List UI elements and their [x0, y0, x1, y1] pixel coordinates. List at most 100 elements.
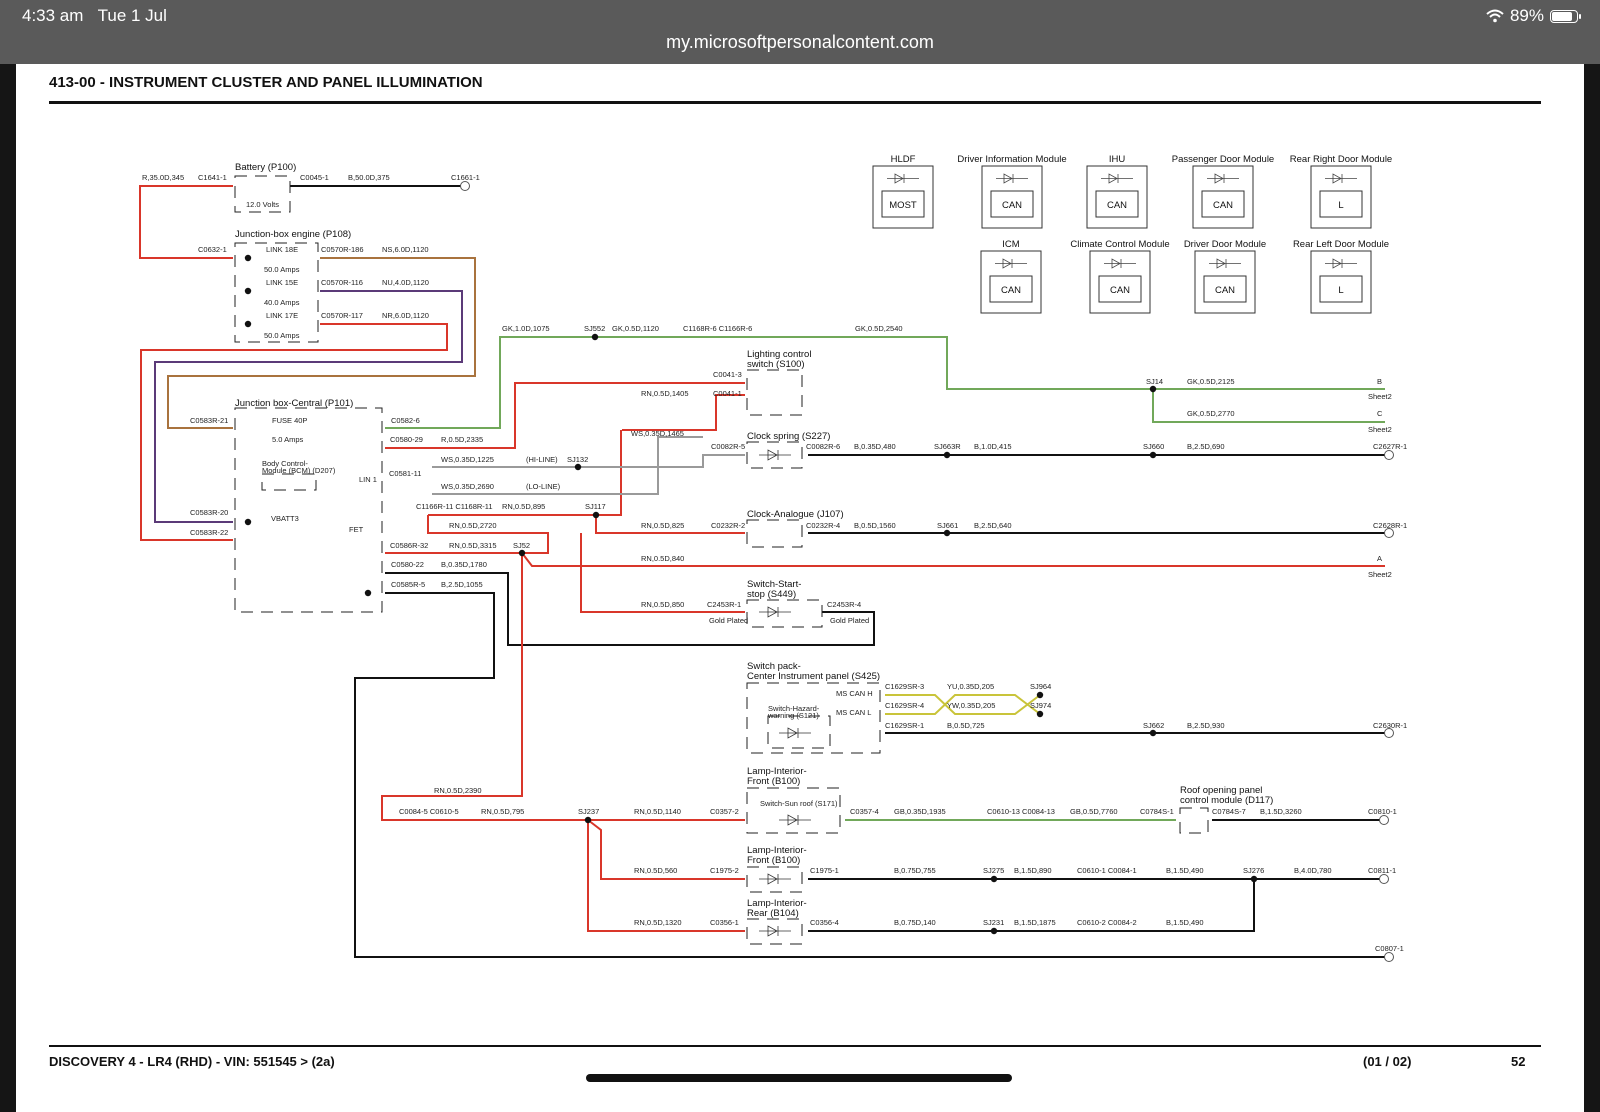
terminal-connector-5: [1379, 874, 1389, 884]
splice-point-9: [1036, 710, 1044, 718]
label-w-rn795: RN,0.5D,795: [481, 807, 524, 816]
label-w-rn850: RN,0.5D,850: [641, 600, 684, 609]
label-sj132: SJ132: [567, 455, 588, 464]
label-roof-line2: control module (D117): [1180, 795, 1273, 806]
label-w-rn1320: RN,0.5D,1320: [634, 918, 682, 927]
label-w-b50: B,50.0D,375: [348, 173, 390, 182]
label-c0811: C0811-1: [1368, 866, 1396, 875]
address-bar-url[interactable]: my.microsoftpersonalcontent.com: [666, 32, 934, 52]
diode-symbol-3: [779, 814, 811, 826]
label-w-ns: NS,6.0D,1120: [382, 245, 429, 254]
label-c0583-22: C0583R-22: [190, 528, 228, 537]
splices-layer: [244, 181, 1394, 962]
label-lighting-line2: switch (S100): [747, 359, 805, 370]
label-bcm-line2: Module (BCM) (D207): [262, 466, 336, 475]
module-name: HLDF: [891, 154, 916, 165]
wire-gk-lighting: [385, 336, 1385, 429]
page-title: 413-00 - INSTRUMENT CLUSTER AND PANEL IL…: [49, 74, 483, 91]
label-jb-engine: Junction-box engine (P108): [235, 229, 351, 240]
terminal-connector-0: [460, 181, 470, 191]
splice-point-14: [990, 927, 998, 935]
label-w-b1780: B,0.35D,1780: [441, 560, 487, 569]
wire-rn-1405: [428, 430, 622, 516]
splice-point-11: [584, 816, 592, 824]
label-sj974: SJ974: [1030, 701, 1051, 710]
label-c0232-4: C0232R-4: [806, 521, 840, 530]
splice-point-3: [943, 451, 951, 459]
label-c0041-3: C0041-3: [713, 370, 742, 379]
wire-engine-feed: [139, 186, 233, 259]
label-c1629-4: C1629SR-4: [885, 701, 924, 710]
label-c0581-11: C0581-11: [389, 469, 421, 478]
bcm-box: [261, 473, 317, 491]
home-indicator[interactable]: [586, 1074, 1012, 1082]
wire-b-1055: [354, 592, 1385, 958]
label-sheet-b: B: [1377, 377, 1382, 386]
label-lo-line: (LO-LINE): [526, 482, 561, 491]
label-sj552: SJ552: [584, 324, 605, 333]
splice-point-15: [244, 254, 252, 262]
roof-module-box: [1179, 807, 1209, 834]
splice-point-19: [364, 589, 372, 597]
label-gold-plated-1: Gold Plated: [709, 616, 748, 625]
label-w-yw205: YW,0.35D,205: [947, 701, 995, 710]
label-c0356-1: C0356-1: [710, 918, 739, 927]
module-name: ICM: [1002, 239, 1020, 250]
label-battery: Battery (P100): [235, 162, 296, 173]
lamp-rear-box: [746, 918, 803, 945]
status-right: 89%: [1486, 6, 1581, 26]
label-w-rn1140: RN,0.5D,1140: [634, 807, 681, 816]
splice-point-12: [990, 875, 998, 883]
clock-analogue-box: [746, 519, 803, 548]
label-c1166-11: C1166R-11 C1168R-11: [416, 502, 493, 511]
terminal-connector-4: [1379, 815, 1389, 825]
label-w-b490b: B,1.5D,490: [1166, 918, 1204, 927]
label-sunroof: Switch-Sun roof (S171): [760, 799, 838, 808]
label-c0082-6: C0082R-6: [806, 442, 840, 451]
label-c0784-7: C0784S-7: [1212, 807, 1246, 816]
label-sj276: SJ276: [1243, 866, 1264, 875]
label-c1168: C1168R-6 C1166R-6: [683, 324, 752, 333]
label-w-b1560: B,0.5D,1560: [854, 521, 896, 530]
label-hazard-line1: Switch-Hazard-: [768, 704, 820, 713]
splice-point-6: [943, 529, 951, 537]
lamp-front-box: [746, 787, 841, 834]
label-vbatt3: VBATT3: [271, 514, 299, 523]
wire-b-start-stop: [385, 572, 875, 646]
label-w-b930: B,2.5D,930: [1187, 721, 1225, 730]
label-c0583-21: C0583R-21: [190, 416, 228, 425]
label-w-rn840: RN,0.5D,840: [641, 554, 684, 563]
label-w-r2335: R,0.5D,2335: [441, 435, 483, 444]
label-w-b490a: B,1.5D,490: [1166, 866, 1204, 875]
label-sj660: SJ660: [1143, 442, 1164, 451]
wire-rn-clock-analogue: [595, 515, 745, 534]
wire-rn-lighting-2: [622, 394, 745, 431]
wire-rn-start-stop: [580, 533, 745, 613]
diode-symbol-0: [759, 449, 791, 461]
module-name: Passenger Door Module: [1172, 154, 1274, 165]
label-start-stop-line1: Switch-Start-: [747, 579, 801, 590]
module-name: Driver Information Module: [957, 154, 1066, 165]
splice-point-13: [1250, 875, 1258, 883]
label-c2630: C2630R-1: [1373, 721, 1407, 730]
label-sj663: SJ663R: [934, 442, 961, 451]
label-c0570-186: C0570R-186: [321, 245, 364, 254]
label-c0810: C0810-1: [1368, 807, 1397, 816]
wire-rn-lamp-rear: [587, 820, 745, 932]
module-name: Driver Door Module: [1184, 239, 1266, 250]
label-link17: LINK 17E: [266, 311, 298, 320]
label-w-ws1225: WS,0.35D,1225: [441, 455, 494, 464]
lamp-front2-box: [746, 866, 803, 893]
label-c0570-117: C0570R-117: [321, 311, 363, 320]
clock-spring-box: [746, 441, 803, 469]
label-battery-volts: 12.0 Volts: [246, 200, 279, 209]
label-start-stop-line2: stop (S449): [747, 589, 796, 600]
terminal-connector-2: [1384, 528, 1394, 538]
label-c0082-5: C0082R-5: [711, 442, 745, 451]
label-link18: LINK 18E: [266, 245, 298, 254]
splice-point-2: [1149, 385, 1157, 393]
